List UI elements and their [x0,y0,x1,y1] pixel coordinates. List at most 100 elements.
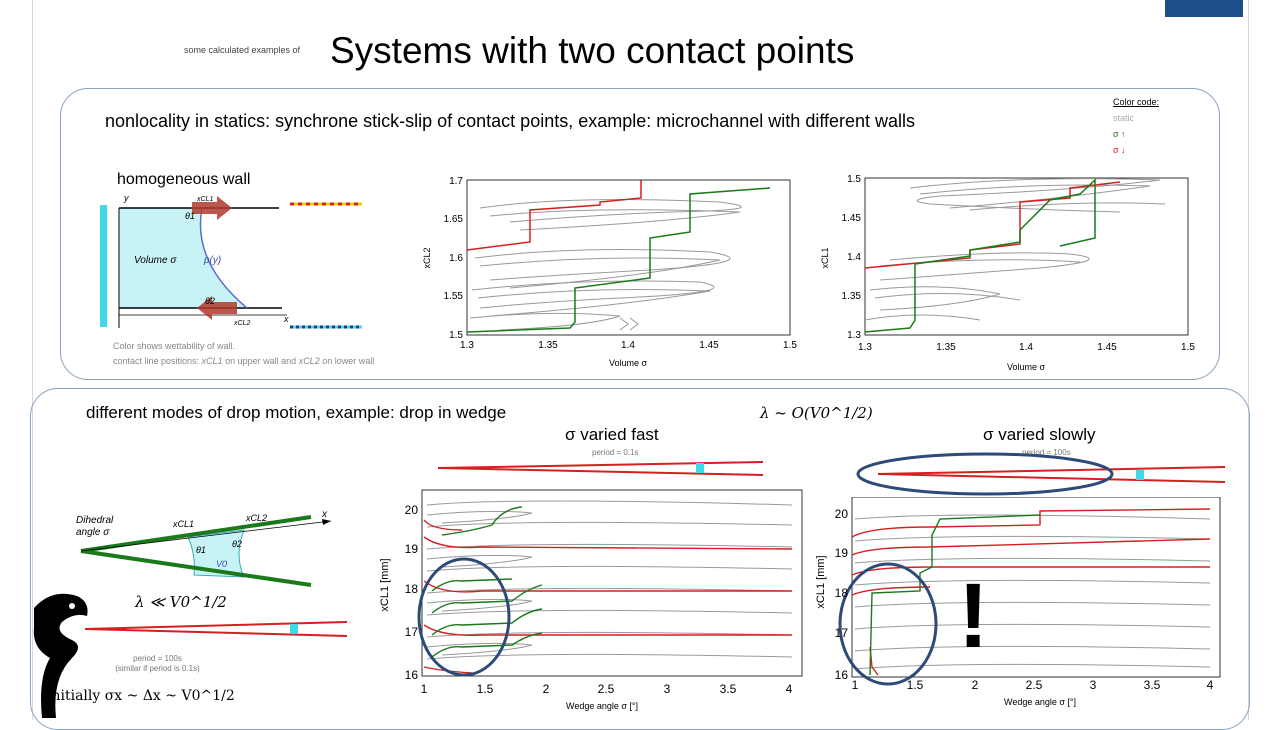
svg-text:1.55: 1.55 [444,291,464,302]
left-period-note: (similar if period is 0.1s) [115,664,200,673]
svg-text:1.5: 1.5 [477,682,494,696]
fast-ylabel: xCL1 [mm] [379,558,391,611]
lambda-much-less-label: λ ≪ V0^1/2 [135,593,227,611]
svg-text:1.45: 1.45 [1097,342,1117,353]
svg-text:19: 19 [835,546,849,560]
svg-text:4: 4 [786,682,793,696]
wedge-strip-left [85,621,348,637]
xcl2-label: xCL2 [233,320,250,327]
svg-text:1.5: 1.5 [1181,342,1195,353]
color-code-title: Color code: [1113,97,1160,107]
fast-xlabel: Wedge angle σ [°] [566,701,638,711]
svg-text:19: 19 [405,542,419,556]
plot-left-xlabel: Volume σ [609,358,648,368]
color-code: Color code: static σ ↑ σ ↓ [1113,94,1159,158]
svg-text:16: 16 [835,668,849,682]
svg-text:1.5: 1.5 [907,678,924,692]
lambda-order-label: λ ~ O(V0^1/2) [760,404,873,422]
svg-text:17: 17 [835,626,849,640]
svg-text:1.5: 1.5 [449,330,463,341]
svg-text:1.7: 1.7 [449,176,463,187]
plot-slow: ! 16 17 18 19 20 1 1.5 2 2.5 3 3.5 4 Wed… [815,497,1221,707]
schematic-caption-2: contact line positions: xCL1 on upper wa… [113,356,375,366]
svg-text:1.5: 1.5 [783,340,797,351]
svg-text:18: 18 [835,586,849,600]
svg-text:1: 1 [852,678,859,692]
svg-text:3: 3 [1090,678,1097,692]
wedge-theta2: θ2 [232,539,242,549]
schematic-caption-1: Color shows wettability of wall. [113,341,236,351]
plot-left-ylabel: xCL2 [422,247,432,268]
wedge-xcl1: xCL1 [172,519,194,529]
wedge-v0: V0 [216,559,227,569]
pre-title: some calculated examples of [184,45,301,55]
right-rule [1248,0,1249,720]
wedge-x: x [321,509,328,520]
svg-text:2: 2 [543,682,550,696]
svg-text:1.4: 1.4 [621,340,635,351]
svg-text:1.45: 1.45 [842,213,862,224]
slide-title: Systems with two contact points [330,30,855,71]
theta2-label: θ2 [205,296,215,306]
fast-title: σ varied fast [565,425,659,444]
svg-text:1.4: 1.4 [1019,342,1033,353]
axis-x-label: x [283,314,289,324]
svg-text:1.3: 1.3 [858,342,872,353]
theta1-label: θ1 [185,211,195,221]
wedge-xcl2: xCL2 [245,513,267,523]
svg-text:4: 4 [1207,678,1214,692]
svg-text:1.3: 1.3 [847,330,861,341]
xcl1-label: xCL1 [196,196,213,203]
volume-label: Volume σ [134,255,177,266]
left-rule [32,0,33,720]
slow-xlabel: Wedge angle σ [°] [1004,697,1076,707]
svg-text:3.5: 3.5 [720,682,737,696]
wedge-strip-slow [856,452,1226,496]
plot-fast: 16 17 18 19 20 1 1.5 2 2.5 3 3.5 4 Wedge… [379,489,803,711]
wedge-schematic: Dihedral angle σ x xCL1 xCL2 θ1 θ2 V0 [76,509,332,587]
svg-text:17: 17 [405,625,419,639]
wedge-dihedral-1: Dihedral [76,515,114,526]
slow-exclamation: ! [958,565,989,667]
svg-text:2: 2 [972,678,979,692]
svg-text:1.35: 1.35 [842,291,862,302]
svg-text:3: 3 [664,682,671,696]
svg-text:1.35: 1.35 [936,342,956,353]
corner-logo-bar [1165,0,1243,17]
svg-text:1.65: 1.65 [444,214,464,225]
wedge-theta1: θ1 [196,545,206,555]
plot-right-xlabel: Volume σ [1007,362,1046,372]
plot-right-ylabel: xCL1 [820,247,830,268]
channel-schematic: y x Volume σ p(y) θ1 θ2 xCL1 xCL2 [100,193,362,329]
svg-text:1.3: 1.3 [460,340,474,351]
color-code-up: σ ↑ [1113,129,1126,139]
schematic-label: homogeneous wall [117,171,251,188]
svg-text:1.6: 1.6 [449,253,463,264]
svg-text:1.35: 1.35 [538,340,558,351]
statics-panel [60,88,1220,380]
svg-text:2.5: 2.5 [1026,678,1043,692]
svg-text:1.45: 1.45 [699,340,719,351]
statics-heading: nonlocality in statics: synchrone stick-… [105,111,916,131]
dynamics-heading: different modes of drop motion, example:… [86,403,507,422]
svg-text:1.5: 1.5 [847,174,861,185]
svg-text:20: 20 [835,507,849,521]
plot-xcl2-volume: 1.5 1.55 1.6 1.65 1.7 1.3 1.35 1.4 1.45 … [422,176,797,368]
svg-text:1: 1 [421,682,428,696]
axis-y-label: y [123,193,129,203]
color-code-static: static [1113,113,1135,123]
svg-text:2.5: 2.5 [598,682,615,696]
svg-text:18: 18 [405,582,419,596]
svg-text:3.5: 3.5 [1144,678,1161,692]
color-code-down: σ ↓ [1113,145,1126,155]
svg-text:16: 16 [405,668,419,682]
pressure-label: p(y) [203,255,221,266]
svg-text:1.4: 1.4 [847,252,861,263]
slow-period: period = 100s [1022,448,1071,457]
left-period: period = 100s [133,654,182,663]
wedge-strip-fast [438,461,764,476]
svg-text:20: 20 [405,503,419,517]
plot-xcl1-volume: 1.3 1.35 1.4 1.45 1.5 1.3 1.35 1.4 1.45 … [820,174,1195,372]
slow-title: σ varied slowly [983,425,1096,444]
initial-condition: initially σx ~ Δx ~ V0^1/2 [47,688,235,704]
